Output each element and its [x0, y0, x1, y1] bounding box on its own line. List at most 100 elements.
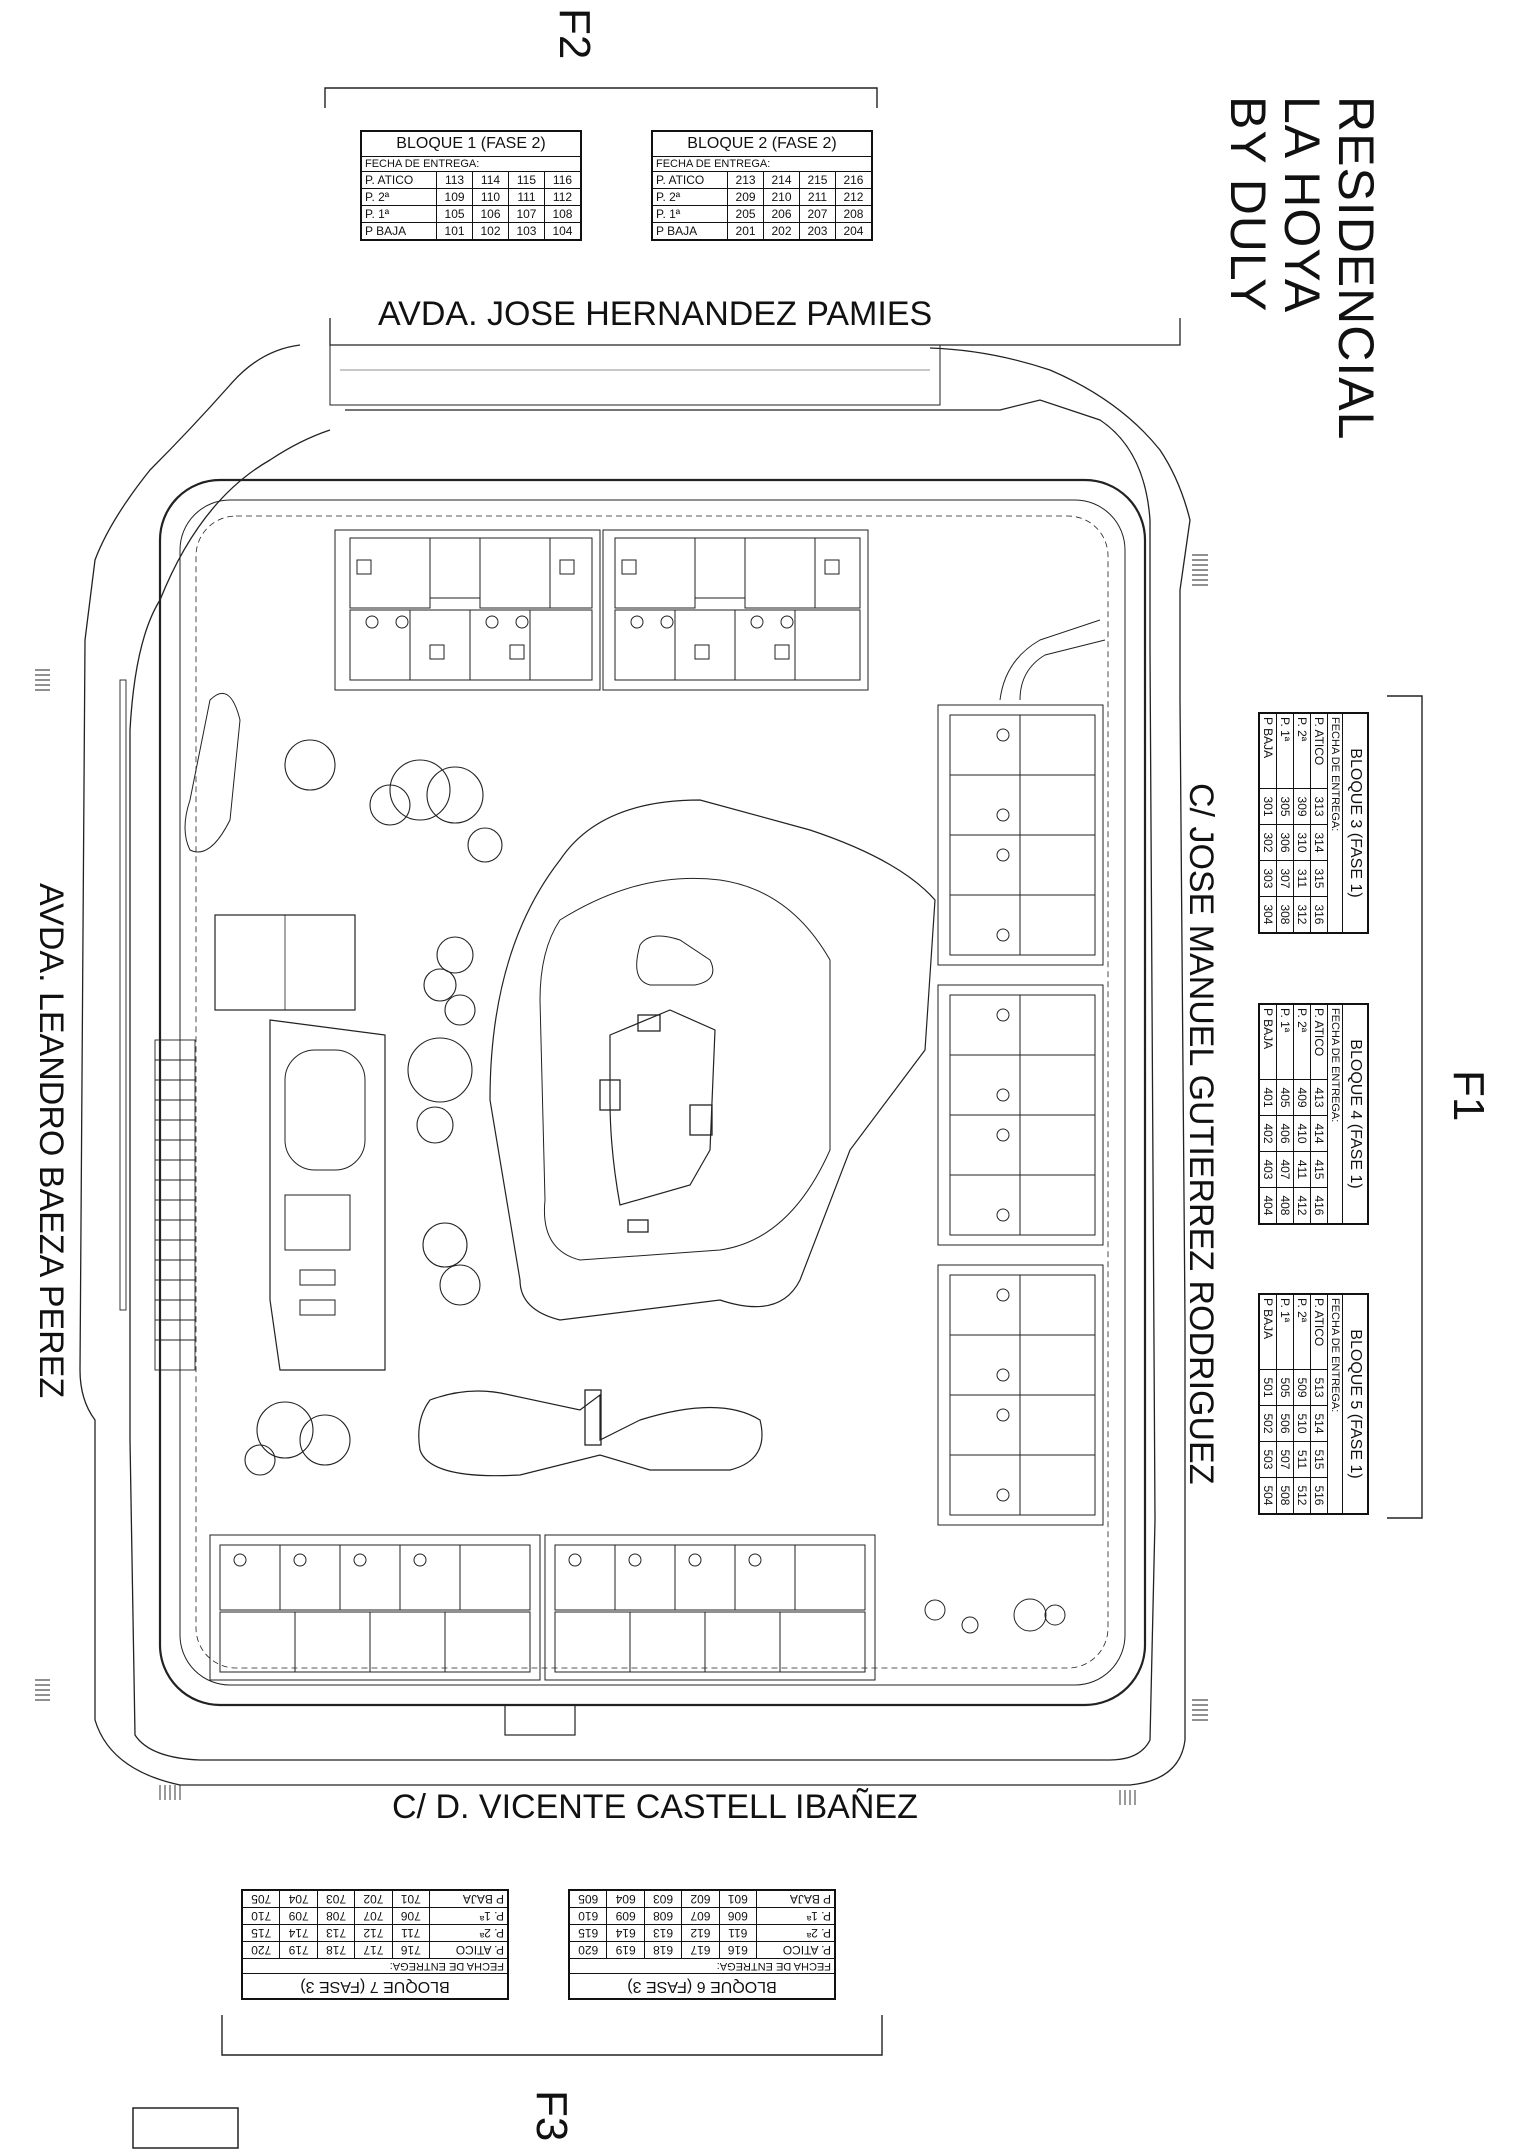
block-fecha-row: FECHA DE ENTREGA: — [1327, 713, 1343, 933]
unit-number: 215 — [798, 171, 836, 189]
floor-label: P. 2ª — [429, 1924, 508, 1942]
unit-number: 316 — [1310, 896, 1328, 933]
unit-number: 411 — [1293, 1151, 1311, 1188]
unit-number: 210 — [763, 188, 800, 206]
kids-play-zone — [184, 692, 241, 853]
road-outline-inner — [129, 399, 1156, 1761]
floor-label: P. 2ª — [1293, 713, 1311, 789]
lagoon-outline — [418, 1390, 763, 1477]
block-4-footprint — [937, 984, 1104, 1246]
block-3-footprint — [937, 704, 1104, 966]
unit-number: 602 — [681, 1890, 720, 1908]
pool-deck-b — [599, 1079, 621, 1111]
unit-number: 101 — [436, 222, 474, 241]
unit-number: 616 — [719, 1941, 757, 1959]
phase-label-f1: F1 — [1444, 1070, 1493, 1122]
plaza-outline — [489, 799, 936, 1321]
block-4-table: BLOQUE 4 (FASE 1)FECHA DE ENTREGA:P. ATI… — [1258, 1003, 1369, 1225]
unit-number: 106 — [472, 205, 509, 223]
unit-number: 617 — [681, 1941, 720, 1959]
street-north: AVDA. JOSE HERNANDEZ PAMIES — [378, 295, 933, 333]
unit-number: 516 — [1310, 1477, 1328, 1514]
floor-label: P BAJA — [429, 1890, 508, 1908]
block-6-table: BLOQUE 6 (FASE 3)FECHA DE ENTREGA:P. ATI… — [568, 1889, 836, 2000]
unit-number: 102 — [472, 222, 509, 241]
floor-label: P. ATICO — [1310, 713, 1328, 789]
unit-number: 713 — [317, 1924, 355, 1942]
floor-label: P. 2ª — [1293, 1004, 1311, 1080]
unit-number: 209 — [727, 188, 765, 206]
unit-number: 609 — [606, 1907, 645, 1925]
unit-number: 305 — [1276, 788, 1294, 825]
unit-number: 107 — [507, 205, 545, 223]
block-title: BLOQUE 2 (FASE 2) — [651, 130, 873, 157]
unit-number: 405 — [1276, 1079, 1294, 1116]
unit-number: 407 — [1276, 1151, 1294, 1188]
unit-number: 605 — [569, 1890, 607, 1908]
block-fecha-row: FECHA DE ENTREGA: — [360, 156, 582, 172]
unit-number: 610 — [569, 1907, 607, 1925]
unit-number: 501 — [1259, 1369, 1277, 1406]
unit-number: 409 — [1293, 1079, 1311, 1116]
unit-number: 620 — [569, 1941, 607, 1959]
block-fecha-row: FECHA DE ENTREGA: — [242, 1958, 508, 1974]
lagoon-bridge — [584, 1389, 602, 1446]
unit-number: 704 — [279, 1890, 318, 1908]
north-road-edge — [329, 344, 941, 406]
unit-number: 607 — [681, 1907, 720, 1925]
floor-label: P. 1ª — [651, 205, 729, 223]
unit-number: 503 — [1259, 1441, 1277, 1478]
block-delivery-date: FECHA DE ENTREGA: — [242, 1958, 508, 1974]
floor-label: P. ATICO — [1310, 1004, 1328, 1080]
floor-label: P BAJA — [1259, 1294, 1277, 1370]
block-6-footprint — [544, 1534, 876, 1681]
unit-number: 403 — [1259, 1151, 1277, 1188]
block-5-footprint — [937, 1264, 1104, 1526]
unit-number: 505 — [1276, 1369, 1294, 1406]
unit-number: 416 — [1310, 1187, 1328, 1224]
phase-bracket-f2 — [324, 87, 878, 108]
unit-number: 709 — [279, 1907, 318, 1925]
playground-path — [269, 1019, 386, 1371]
floor-label: P. 2ª — [756, 1924, 835, 1942]
ne-ramp — [999, 619, 1101, 701]
unit-number: 104 — [543, 222, 582, 241]
block-delivery-date: FECHA DE ENTREGA: — [651, 156, 873, 172]
floor-label: P BAJA — [1259, 1004, 1277, 1080]
block-2-table: BLOQUE 2 (FASE 2)FECHA DE ENTREGA:P. ATI… — [651, 130, 873, 241]
unit-number: 508 — [1276, 1477, 1294, 1514]
unit-number: 702 — [354, 1890, 393, 1908]
unit-number: 207 — [798, 205, 836, 223]
pool-deck-d — [627, 1219, 649, 1233]
street-west: AVDA. LEANDRO BAEZA PEREZ — [32, 883, 70, 1399]
block-7-table: BLOQUE 7 (FASE 3)FECHA DE ENTREGA:P. ATI… — [241, 1889, 509, 2000]
unit-number: 108 — [543, 205, 582, 223]
floor-label: P. 2ª — [360, 188, 438, 206]
unit-number: 115 — [507, 171, 545, 189]
block-title-row: BLOQUE 2 (FASE 2) — [651, 130, 873, 157]
unit-number: 703 — [317, 1890, 355, 1908]
unit-number: 415 — [1310, 1151, 1328, 1188]
block-title: BLOQUE 7 (FASE 3) — [242, 1973, 508, 1999]
phase-bracket-f3 — [221, 2015, 883, 2056]
block-1-table: BLOQUE 1 (FASE 2)FECHA DE ENTREGA:P. ATI… — [360, 130, 582, 241]
unit-number: 509 — [1293, 1369, 1311, 1406]
unit-number: 604 — [606, 1890, 645, 1908]
block-2-footprint — [602, 529, 869, 691]
unit-number: 203 — [798, 222, 836, 241]
unit-number: 302 — [1259, 824, 1277, 861]
parcel-dashed — [195, 515, 1109, 1669]
pool-deck-a — [637, 1014, 661, 1032]
